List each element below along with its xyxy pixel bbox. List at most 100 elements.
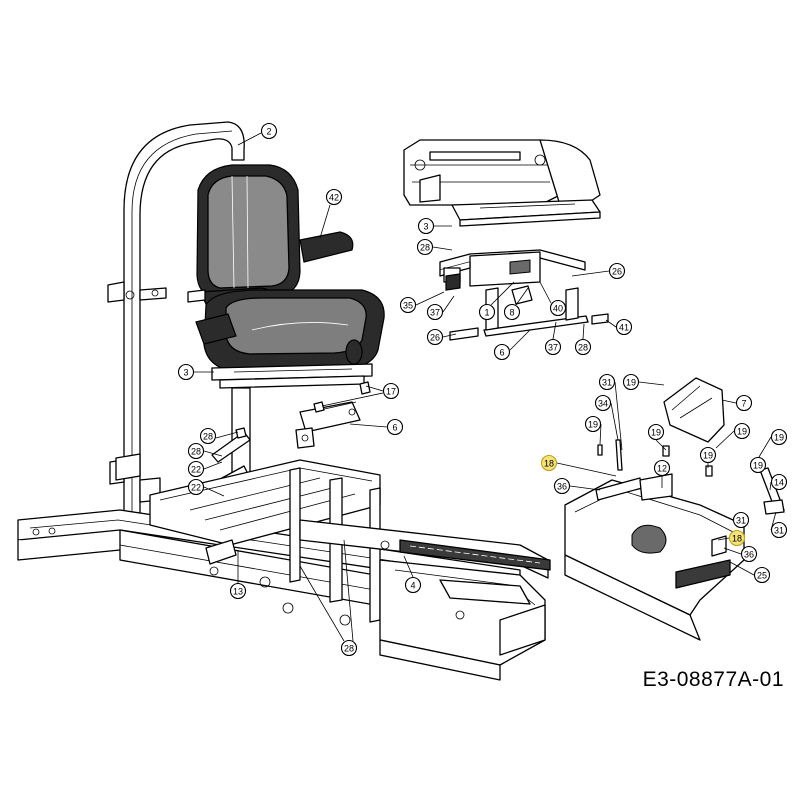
- callout-balloon: [260, 122, 278, 140]
- callout-number: 41: [619, 323, 629, 333]
- callout-balloon: [544, 338, 562, 356]
- callout-41: 41: [615, 318, 633, 336]
- callout-number: 31: [602, 378, 612, 388]
- callout-number: 18: [544, 459, 554, 469]
- callout-6: 6: [386, 418, 404, 436]
- callout-balloon: [187, 460, 205, 478]
- callout-number: 6: [499, 348, 504, 358]
- callout-42: 42: [325, 188, 343, 206]
- callout-balloon: [382, 382, 400, 400]
- callout-number: 18: [732, 534, 742, 544]
- callout-number: 28: [203, 432, 213, 442]
- callout-balloon: [325, 188, 343, 206]
- callout-balloon: [386, 418, 404, 436]
- callout-number: 40: [553, 304, 563, 314]
- callout-18: 18: [540, 454, 558, 472]
- callout-19: 19: [733, 422, 751, 440]
- seat-slide: [211, 363, 373, 389]
- callout-26: 26: [426, 328, 444, 346]
- callout-number: 36: [557, 482, 567, 492]
- callout-number: 26: [430, 333, 440, 343]
- callout-balloon: [732, 511, 750, 529]
- document-code: E3-08877A-01: [642, 668, 784, 691]
- callout-balloon: [770, 428, 788, 446]
- callout-balloon: [728, 529, 746, 547]
- callout-number: 19: [753, 461, 763, 471]
- chassis-frame: [17, 453, 551, 681]
- callout-19: 19: [584, 415, 602, 433]
- callout-number: 19: [588, 420, 598, 430]
- callout-balloon: [416, 238, 434, 256]
- main-leaders: [194, 132, 414, 642]
- callout-number: 19: [703, 451, 713, 461]
- callout-balloon: [615, 318, 633, 336]
- callout-4: 4: [404, 576, 422, 594]
- callout-3: 3: [417, 217, 435, 235]
- callout-13: 13: [229, 582, 247, 600]
- callout-balloon: [187, 478, 205, 496]
- callout-balloon: [187, 442, 205, 460]
- callout-balloon: [740, 545, 758, 563]
- callout-balloon: [553, 477, 571, 495]
- callout-balloon: [584, 415, 602, 433]
- callout-22: 22: [187, 478, 205, 496]
- inset-rear-panel: [556, 377, 785, 641]
- callout-balloon: [549, 299, 567, 317]
- callout-number: 6: [392, 423, 397, 433]
- callout-balloon: [699, 446, 717, 464]
- callout-balloon: [426, 328, 444, 346]
- callout-balloon: [426, 303, 444, 321]
- callout-number: 31: [736, 516, 746, 526]
- callout-number: 8: [509, 308, 514, 318]
- callout-number: 14: [774, 478, 784, 488]
- callout-22: 22: [187, 460, 205, 478]
- callout-number: 26: [612, 267, 622, 277]
- callout-17: 17: [382, 382, 400, 400]
- callout-8: 8: [503, 303, 521, 321]
- callout-number: 22: [191, 465, 201, 475]
- callout-28: 28: [199, 427, 217, 445]
- seat: [187, 164, 385, 373]
- callout-number: 19: [737, 427, 747, 437]
- callout-balloon: [340, 639, 358, 657]
- callout-balloon: [404, 576, 422, 594]
- callout-balloon: [229, 582, 247, 600]
- callout-37: 37: [426, 303, 444, 321]
- callout-number: 37: [548, 343, 558, 353]
- callout-number: 3: [183, 368, 188, 378]
- callout-28: 28: [416, 238, 434, 256]
- callout-balloon: [622, 373, 640, 391]
- callout-26: 26: [608, 262, 626, 280]
- callout-balloon: [540, 454, 558, 472]
- main-assembly: [17, 121, 551, 681]
- callout-balloon: [598, 373, 616, 391]
- callout-number: 13: [233, 587, 243, 597]
- callout-number: 2: [266, 127, 271, 137]
- callout-balloon: [770, 473, 788, 491]
- callout-40: 40: [549, 299, 567, 317]
- callout-25: 25: [753, 566, 771, 584]
- callout-14: 14: [770, 473, 788, 491]
- callout-28: 28: [187, 442, 205, 460]
- callout-number: 42: [329, 193, 339, 203]
- callout-2: 2: [260, 122, 278, 140]
- callout-number: 37: [430, 308, 440, 318]
- callout-31: 31: [732, 511, 750, 529]
- callout-28: 28: [574, 338, 592, 356]
- callout-number: 19: [774, 433, 784, 443]
- callout-number: 35: [403, 301, 413, 311]
- inset-seat-mount: [403, 139, 617, 351]
- callout-balloon: [753, 566, 771, 584]
- callout-19: 19: [699, 446, 717, 464]
- callout-balloon: [574, 338, 592, 356]
- callout-7: 7: [735, 394, 753, 412]
- callout-number: 36: [744, 550, 754, 560]
- callout-number: 28: [420, 243, 430, 253]
- callout-18: 18: [728, 529, 746, 547]
- callout-balloon: [399, 296, 417, 314]
- callout-number: 28: [578, 343, 588, 353]
- callout-1: 1: [478, 303, 496, 321]
- callout-number: 28: [344, 644, 354, 654]
- callout-34: 34: [594, 394, 612, 412]
- callout-number: 12: [657, 464, 667, 474]
